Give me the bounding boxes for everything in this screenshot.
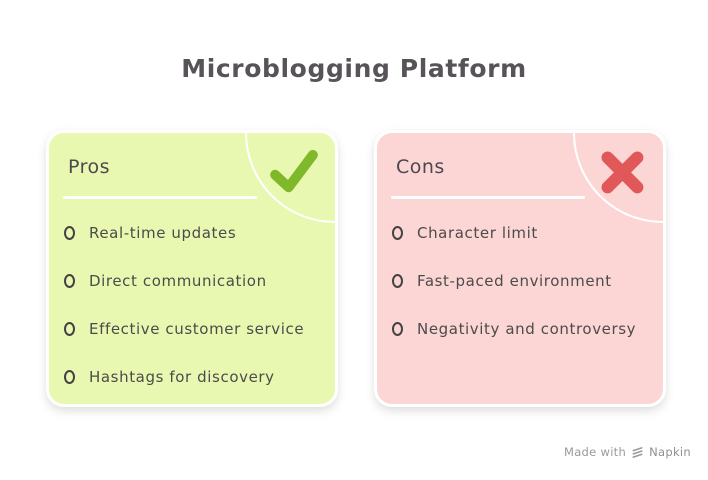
made-with-text: Made with bbox=[563, 445, 627, 459]
circle-bullet-icon bbox=[64, 370, 75, 384]
cons-divider bbox=[391, 196, 585, 199]
cons-card-title: Cons bbox=[396, 156, 445, 178]
cons-card: Cons Character limit Fast-paced environm… bbox=[374, 130, 666, 407]
circle-bullet-icon bbox=[64, 322, 75, 336]
item-label: Character limit bbox=[417, 224, 538, 242]
circle-bullet-icon bbox=[392, 322, 403, 336]
list-item: Hashtags for discovery bbox=[64, 353, 327, 401]
list-item: Effective customer service bbox=[64, 305, 327, 353]
checkmark-icon bbox=[270, 149, 318, 193]
circle-bullet-icon bbox=[64, 226, 75, 240]
diagram-title: Microblogging Platform bbox=[181, 54, 527, 83]
cons-list: Character limit Fast-paced environment N… bbox=[392, 209, 655, 353]
circle-bullet-icon bbox=[64, 274, 75, 288]
pros-divider bbox=[63, 196, 257, 199]
pros-card-title: Pros bbox=[68, 156, 111, 178]
circle-bullet-icon bbox=[392, 274, 403, 288]
napkin-logo-icon bbox=[632, 446, 643, 458]
item-label: Real-time updates bbox=[89, 224, 237, 242]
list-item: Character limit bbox=[392, 209, 655, 257]
item-label: Fast-paced environment bbox=[417, 272, 612, 290]
made-with-napkin: Made with Napkin bbox=[564, 445, 691, 459]
pros-list: Real-time updates Direct communication E… bbox=[64, 209, 327, 401]
pros-card: Pros Real-time updates Direct communicat… bbox=[46, 130, 338, 407]
list-item: Fast-paced environment bbox=[392, 257, 655, 305]
list-item: Direct communication bbox=[64, 257, 327, 305]
cross-icon bbox=[601, 151, 644, 194]
list-item: Negativity and controversy bbox=[392, 305, 655, 353]
napkin-brand-text: Napkin bbox=[649, 445, 691, 459]
item-label: Effective customer service bbox=[89, 320, 305, 338]
cards-row: Pros Real-time updates Direct communicat… bbox=[46, 130, 666, 407]
list-item: Real-time updates bbox=[64, 209, 327, 257]
item-label: Hashtags for discovery bbox=[89, 368, 275, 386]
circle-bullet-icon bbox=[392, 226, 403, 240]
item-label: Negativity and controversy bbox=[417, 320, 637, 338]
item-label: Direct communication bbox=[89, 272, 267, 290]
